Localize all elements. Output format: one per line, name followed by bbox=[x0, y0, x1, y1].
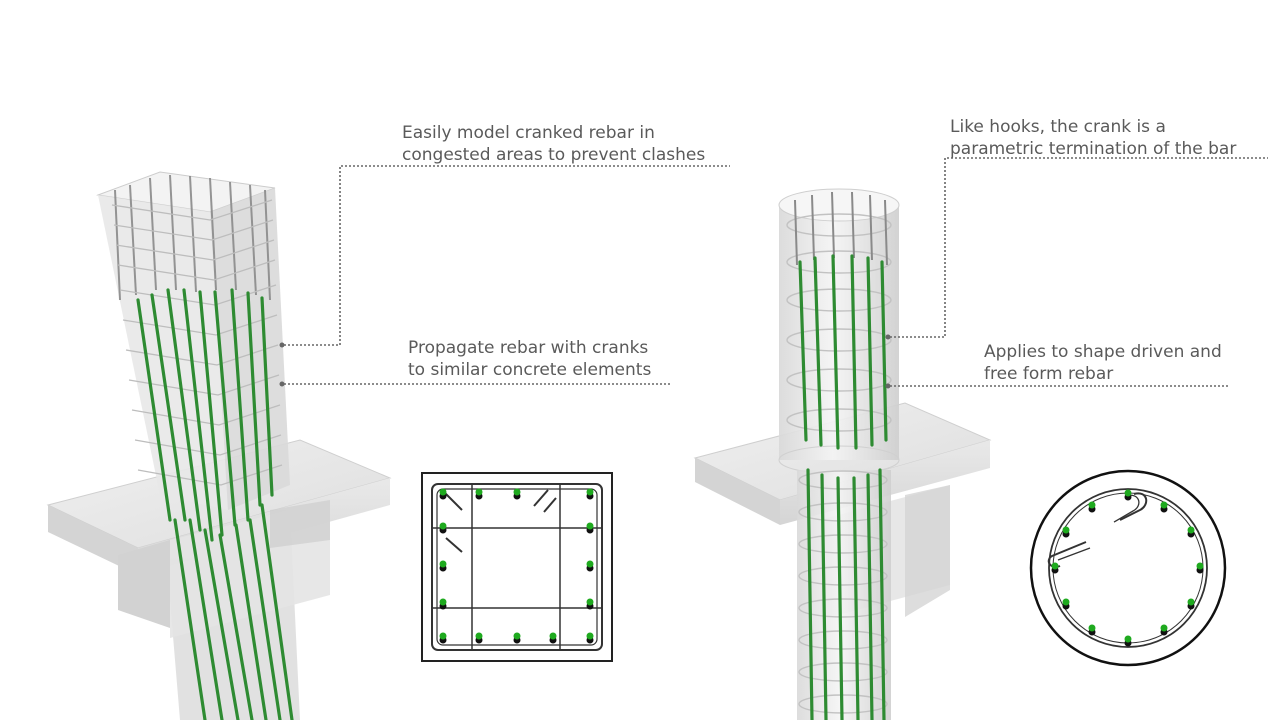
callout-line: Propagate rebar with cranks bbox=[408, 338, 649, 358]
callout-shape-driven: Applies to shape driven and free form re… bbox=[984, 341, 1222, 385]
callout-line: parametric termination of the bar bbox=[950, 139, 1237, 159]
leader-lines-left bbox=[284, 165, 730, 385]
leader-lines-right bbox=[890, 157, 1268, 387]
circular-column-model bbox=[693, 188, 992, 720]
callout-line: Easily model cranked rebar in bbox=[402, 123, 655, 143]
callout-cranked-rebar: Easily model cranked rebar in congested … bbox=[402, 122, 705, 166]
circular-section-detail bbox=[1029, 469, 1227, 667]
callout-line: to similar concrete elements bbox=[408, 360, 652, 380]
square-section-detail bbox=[421, 472, 613, 662]
rectangular-column-model bbox=[46, 171, 392, 720]
callout-line: free form rebar bbox=[984, 364, 1114, 384]
callout-line: Applies to shape driven and bbox=[984, 342, 1222, 362]
callout-propagate-rebar: Propagate rebar with cranks to similar c… bbox=[408, 337, 651, 381]
callout-parametric-termination: Like hooks, the crank is a parametric te… bbox=[950, 116, 1236, 160]
callout-line: congested areas to prevent clashes bbox=[402, 145, 706, 165]
callout-line: Like hooks, the crank is a bbox=[950, 117, 1166, 137]
